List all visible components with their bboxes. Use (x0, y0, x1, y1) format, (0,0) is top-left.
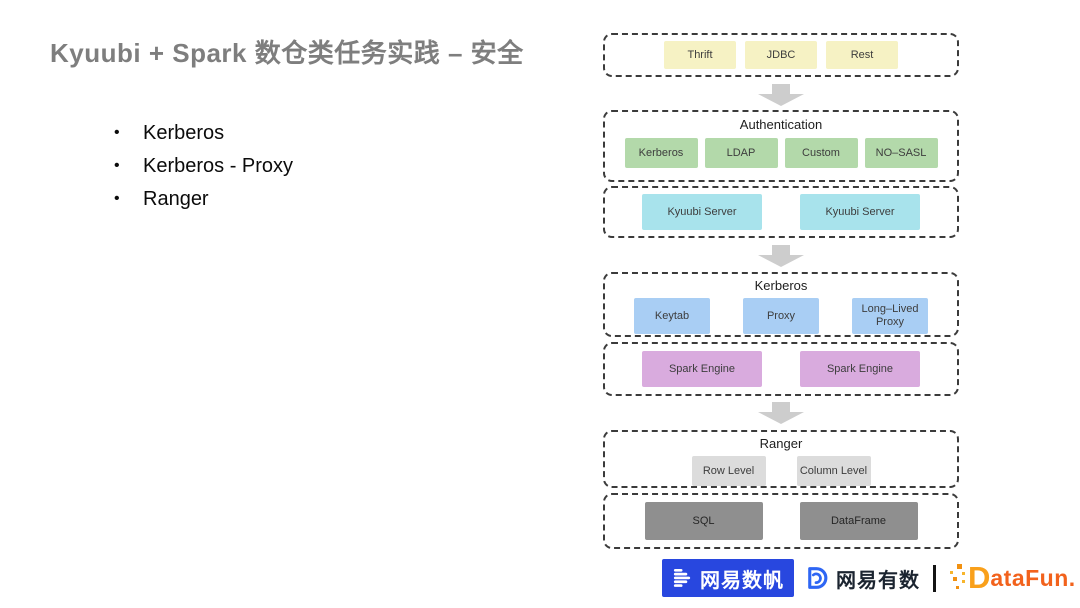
section-title: Kerberos (754, 278, 808, 293)
logo-netease-shufan: 网易数帆 (662, 559, 794, 597)
box-proxy: Proxy (743, 298, 819, 334)
execution-row: SQL DataFrame (644, 502, 918, 540)
box-custom: Custom (784, 138, 858, 168)
box-thrift: Thrift (664, 41, 736, 69)
shufan-sail-icon (672, 568, 693, 589)
logo-datafun: D ataFun. (949, 560, 1076, 595)
box-spark-engine-2: Spark Engine (800, 351, 920, 387)
box-spark-engine-1: Spark Engine (642, 351, 762, 387)
footer-logos: 网易数帆 网易有数 D ataFun. (662, 558, 1076, 598)
youshu-label: 网易有数 (836, 569, 920, 592)
kerberos-row: Keytab Proxy Long–Lived Proxy (634, 298, 928, 334)
down-arrow-icon (603, 84, 959, 106)
box-no-sasl: NO–SASL (864, 138, 938, 168)
spark-engine-row: Spark Engine Spark Engine (642, 351, 920, 387)
clients-row: Thrift JDBC Rest (664, 41, 898, 69)
bullet-list: Kerberos Kerberos - Proxy Ranger (112, 122, 293, 221)
datafun-wordmark: ataFun. (990, 564, 1076, 591)
architecture-diagram: Thrift JDBC Rest Authentication Kerberos… (603, 33, 959, 553)
list-item: Ranger (112, 188, 293, 210)
shufan-label: 网易数帆 (700, 569, 784, 592)
section-ranger: Ranger Row Level Column Level (603, 430, 959, 488)
datafun-initial: D (968, 560, 991, 595)
page-title: Kyuubi + Spark 数仓类任务实践 – 安全 (50, 38, 524, 68)
box-jdbc: JDBC (745, 41, 817, 69)
youshu-d-icon (803, 565, 830, 592)
box-kerberos: Kerberos (624, 138, 698, 168)
bullet-label: Ranger (143, 188, 209, 210)
logo-netease-youshu: 网易有数 (803, 559, 920, 597)
box-long-lived-proxy: Long–Lived Proxy (852, 298, 928, 334)
down-arrow-icon (603, 402, 959, 424)
down-arrow-icon (603, 245, 959, 267)
box-kyuubi-server-1: Kyuubi Server (642, 194, 762, 230)
authentication-row: Kerberos LDAP Custom NO–SASL (624, 138, 938, 168)
section-title: Authentication (739, 117, 823, 132)
box-row-level: Row Level (691, 456, 766, 486)
ranger-row: Row Level Column Level (691, 456, 871, 486)
kyuubi-server-row: Kyuubi Server Kyuubi Server (642, 194, 920, 230)
bullet-label: Kerberos (143, 122, 225, 144)
datafun-dots-icon (949, 563, 968, 593)
section-title: Ranger (759, 436, 803, 451)
section-spark-engine: Spark Engine Spark Engine (603, 342, 959, 396)
box-ldap: LDAP (704, 138, 778, 168)
box-sql: SQL (644, 502, 763, 540)
section-authentication: Authentication Kerberos LDAP Custom NO–S… (603, 110, 959, 182)
list-item: Kerberos - Proxy (112, 155, 293, 177)
box-dataframe: DataFrame (799, 502, 918, 540)
box-rest: Rest (826, 41, 898, 69)
logo-separator (933, 564, 936, 592)
section-kyuubi-server: Kyuubi Server Kyuubi Server (603, 186, 959, 238)
box-column-level: Column Level (796, 456, 871, 486)
box-kyuubi-server-2: Kyuubi Server (800, 194, 920, 230)
list-item: Kerberos (112, 122, 293, 144)
section-clients: Thrift JDBC Rest (603, 33, 959, 77)
section-kerberos: Kerberos Keytab Proxy Long–Lived Proxy (603, 272, 959, 337)
box-keytab: Keytab (634, 298, 710, 334)
section-execution: SQL DataFrame (603, 493, 959, 549)
bullet-label: Kerberos - Proxy (143, 155, 294, 177)
